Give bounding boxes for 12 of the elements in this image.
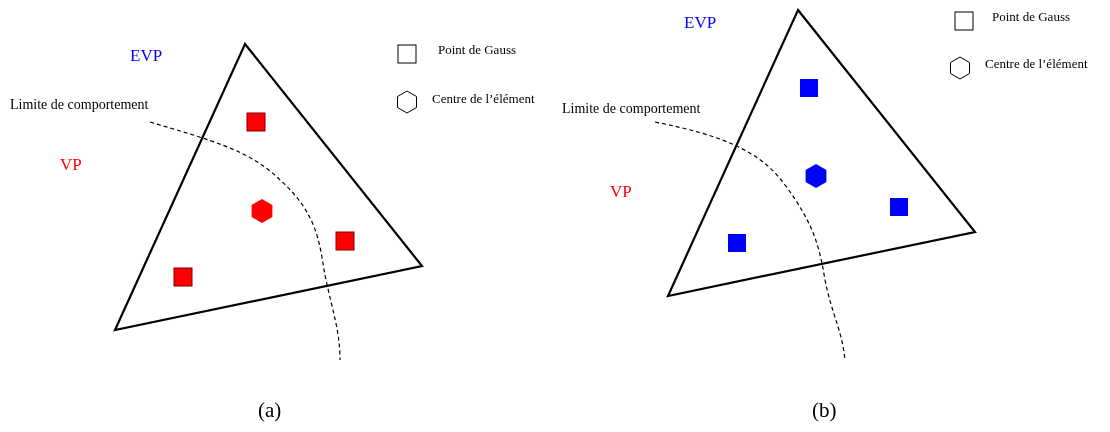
region-label: EVP	[130, 47, 163, 66]
legend-text: Point de Gauss	[438, 43, 516, 58]
legend-text: Centre de l’élément	[432, 92, 535, 107]
boundary-label: Limite de comportement	[562, 101, 701, 117]
subfigure-label: (b)	[812, 399, 837, 423]
region-label: EVP	[684, 14, 717, 33]
legend-text: Point de Gauss	[992, 10, 1070, 25]
region-label: VP	[610, 183, 632, 202]
subfigure-label: (a)	[258, 399, 282, 423]
region-label: VP	[60, 156, 82, 175]
boundary-label: Limite de comportement	[10, 97, 149, 113]
legend-text: Centre de l’élément	[985, 57, 1088, 72]
